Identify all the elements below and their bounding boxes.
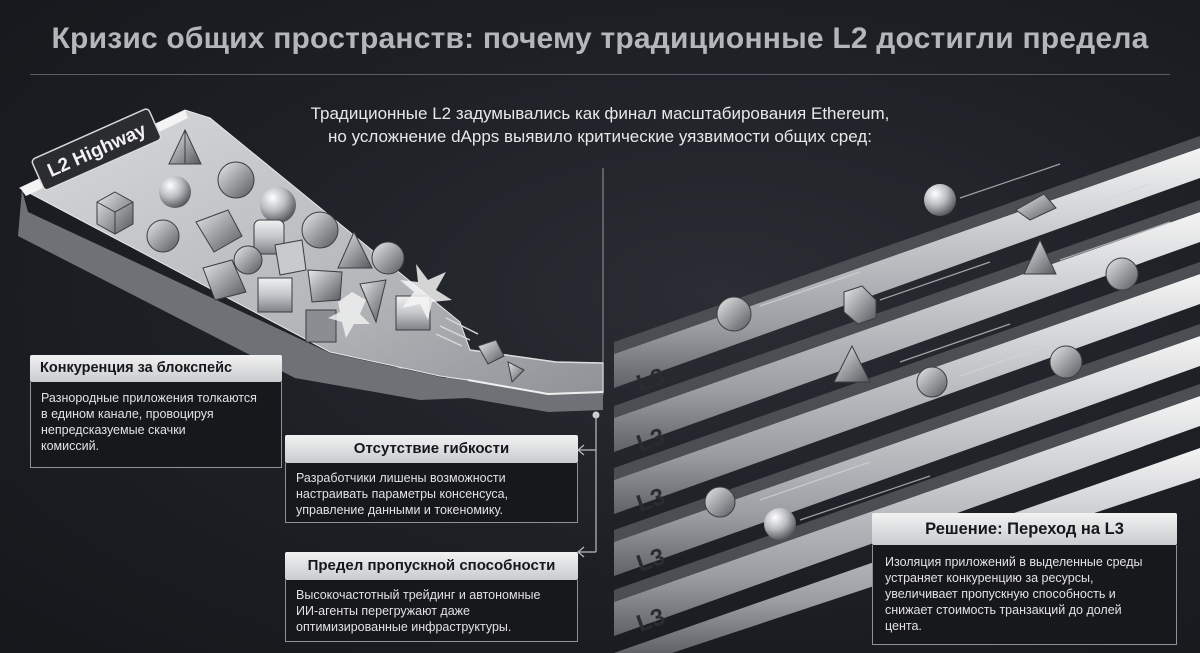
card-flexibility-title: Отсутствие гибкости xyxy=(285,435,578,463)
card-competition-title: Конкуренция за блокспейс xyxy=(30,355,282,382)
collision-burst-icon xyxy=(400,264,452,320)
title-divider xyxy=(30,74,1170,75)
card-throughput: Предел пропускной способности Высокочаст… xyxy=(285,552,578,642)
card-text-line: комиссий. xyxy=(41,439,100,453)
sphere-icon xyxy=(764,508,796,540)
pyramid-icon xyxy=(359,279,387,324)
card-text-line: Разнородные приложения толкаются xyxy=(41,391,257,405)
card-text-line: устраняет конкуренцию за ресурсы, xyxy=(885,571,1094,585)
l3-lanes: L3 L3 L3 L3 L3 xyxy=(614,136,1200,653)
subtitle-line-2: но усложнение dApps выявило критические … xyxy=(328,127,872,146)
polyhedron-icon xyxy=(371,241,405,275)
polyhedron-icon xyxy=(477,339,505,365)
card-competition: Конкуренция за блокспейс Разнородные при… xyxy=(30,355,282,468)
pyramid-icon xyxy=(337,230,373,269)
polyhedron-icon xyxy=(916,366,948,398)
sphere-icon xyxy=(260,187,296,223)
polyhedron-icon xyxy=(1105,257,1139,291)
pyramid-icon xyxy=(833,344,871,383)
crystal-icon xyxy=(1015,193,1057,221)
cube-icon xyxy=(257,277,293,313)
subtitle: Традиционные L2 задумывались как финал м… xyxy=(230,102,970,148)
collision-burst-icon xyxy=(328,292,370,338)
crystal-icon xyxy=(202,259,247,301)
card-throughput-title: Предел пропускной способности xyxy=(285,552,578,580)
card-flexibility: Отсутствие гибкости Разработчики лишены … xyxy=(285,435,578,523)
card-flexibility-body: Разработчики лишены возможности настраив… xyxy=(285,463,578,523)
circuit-cube-icon xyxy=(305,309,337,343)
cube-icon xyxy=(96,191,134,235)
card-text-line: Высокочастотный трейдинг и автономные xyxy=(296,588,541,602)
pyramid-icon xyxy=(507,361,525,384)
card-text-line: управление данными и токеномику. xyxy=(296,503,503,517)
card-text-line: настраивать параметры консенсуса, xyxy=(296,487,509,501)
card-text-line: в едином канале, провоцируя xyxy=(41,407,214,421)
card-text-line: Разработчики лишены возможности xyxy=(296,471,506,485)
icosahedron-icon xyxy=(704,486,736,518)
polyhedron-icon xyxy=(233,245,263,275)
crystal-icon xyxy=(195,209,243,253)
speed-streaks xyxy=(759,163,1171,521)
glass-cube-icon xyxy=(274,239,307,276)
pyramid-icon xyxy=(168,128,202,165)
crowded-apps xyxy=(96,128,525,384)
icosahedron-icon xyxy=(716,296,752,332)
card-competition-body: Разнородные приложения толкаются в едино… xyxy=(30,382,282,468)
card-text-line: Изоляция приложений в выделенные среды xyxy=(885,555,1143,569)
icosahedron-icon xyxy=(217,161,255,199)
card-text-line: ИИ-агенты перегружают даже xyxy=(296,604,470,618)
card-solution: Решение: Переход на L3 Изоляция приложен… xyxy=(872,513,1177,645)
page-title: Кризис общих пространств: почему традици… xyxy=(51,22,1149,55)
pyramid-icon xyxy=(1023,238,1057,275)
sphere-icon xyxy=(159,176,191,208)
polyhedron-icon xyxy=(1049,345,1083,379)
card-throughput-body: Высокочастотный трейдинг и автономные ИИ… xyxy=(285,580,578,642)
card-solution-title: Решение: Переход на L3 xyxy=(872,513,1177,545)
subtitle-line-1: Традиционные L2 задумывались как финал м… xyxy=(310,104,890,123)
polyhedron-icon xyxy=(146,219,180,253)
cube-icon xyxy=(843,285,877,325)
icosahedron-icon xyxy=(301,211,339,249)
card-text-line: оптимизированные инфраструктуры. xyxy=(296,620,512,634)
crystal-icon xyxy=(307,269,343,303)
card-text-line: непредсказуемые скачки xyxy=(41,423,186,437)
l3-lane-4: L3 xyxy=(614,324,1200,578)
card-solution-body: Изоляция приложений в выделенные среды у… xyxy=(872,545,1177,645)
card-text-line: увеличивает пропускную способность и xyxy=(885,587,1116,601)
motion-streaks xyxy=(435,317,479,347)
card-text-line: цента. xyxy=(885,619,922,633)
card-text-line: снижает стоимость транзакций до долей xyxy=(885,603,1122,617)
sphere-icon xyxy=(924,184,956,216)
